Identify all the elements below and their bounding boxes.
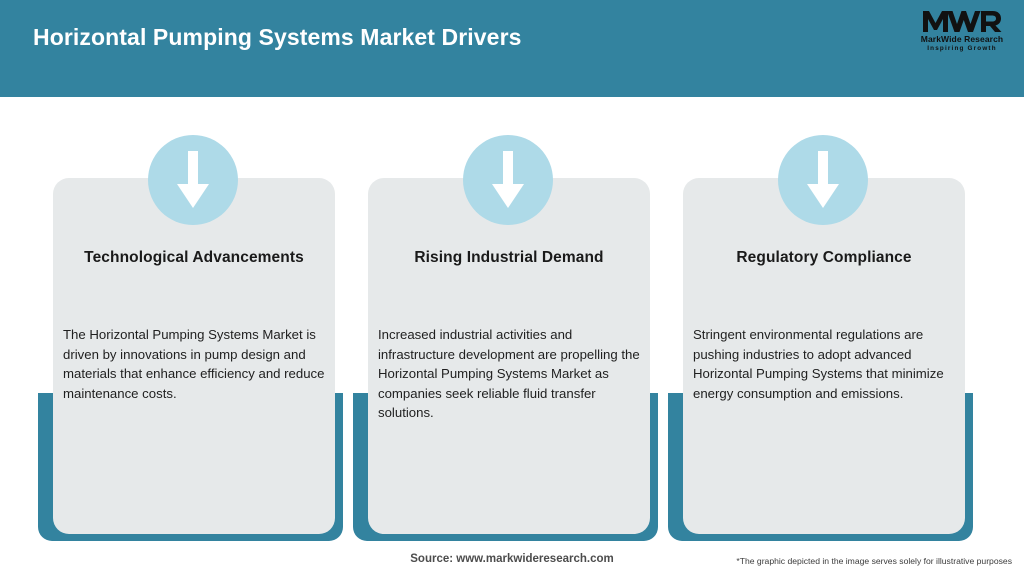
cards-row: Technological Advancements The Horizonta…	[0, 97, 1024, 541]
card-panel	[53, 178, 335, 534]
card-body-text: Stringent environmental regulations are …	[693, 327, 944, 401]
card-panel	[368, 178, 650, 534]
page-title: Horizontal Pumping Systems Market Driver…	[33, 24, 522, 50]
header-bar: Horizontal Pumping Systems Market Driver…	[0, 0, 1024, 97]
card-title: Technological Advancements	[84, 249, 304, 266]
logo-company-name: MarkWide Research	[920, 34, 1004, 44]
source-label: Source: www.markwideresearch.com	[410, 553, 614, 565]
arrow-down-icon	[148, 135, 238, 225]
disclaimer-note: *The graphic depicted in the image serve…	[736, 556, 1012, 566]
card-panel	[683, 178, 965, 534]
card-body-text: The Horizontal Pumping Systems Market is…	[63, 327, 325, 401]
logo-mwr-icon	[914, 8, 1010, 34]
card-title: Rising Industrial Demand	[414, 249, 604, 266]
driver-card[interactable]: Regulatory Compliance Stringent environm…	[658, 97, 973, 541]
arrow-down-icon	[463, 135, 553, 225]
arrow-down-icon	[778, 135, 868, 225]
card-body-text: Increased industrial activities and infr…	[378, 327, 640, 421]
logo-tagline: Inspiring Growth	[927, 45, 997, 52]
card-title: Regulatory Compliance	[736, 249, 912, 266]
driver-card[interactable]: Technological Advancements The Horizonta…	[28, 97, 343, 541]
driver-card[interactable]: Rising Industrial Demand Increased indus…	[343, 97, 658, 541]
brand-logo: MarkWide Research Inspiring Growth	[914, 8, 1010, 60]
